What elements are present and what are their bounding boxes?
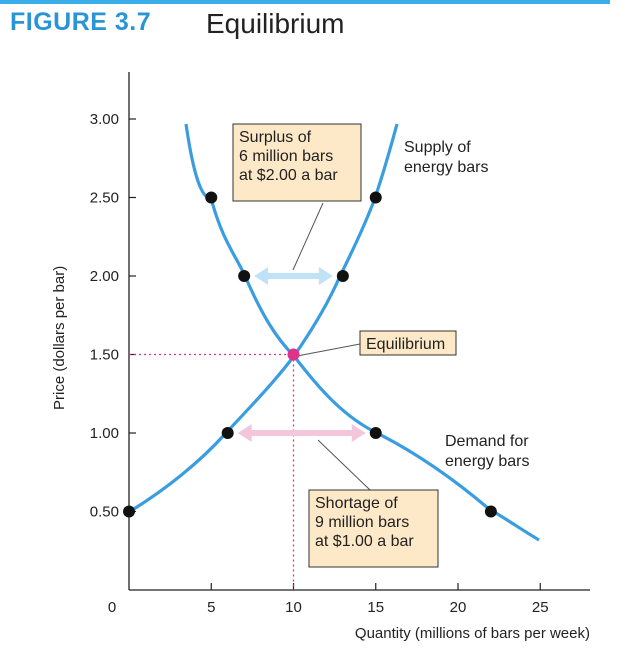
x-tick-label: 20 [450, 599, 467, 616]
y-tick-label: 0.50 [90, 504, 119, 521]
y-tick-label: 3.00 [90, 111, 119, 128]
surplus-callout-line: 6 million bars [239, 148, 333, 165]
y-tick-label: 2.00 [90, 268, 119, 285]
x-tick-label: 5 [207, 599, 215, 616]
surplus-callout-line: Surplus of [239, 129, 312, 146]
shortage-callout [308, 489, 439, 568]
supply-curve-label: Supply of [404, 139, 471, 156]
points [123, 191, 497, 518]
callouts: Surplus of 6 million bars at $2.00 a barSh… [232, 123, 457, 568]
equilibrium-callout [359, 330, 457, 356]
supply-point [336, 270, 349, 282]
x-tick-label: 0 [108, 599, 116, 616]
equilibrium-label: Equilibrium [366, 336, 445, 353]
shortage-leader [317, 439, 371, 491]
x-axis-title: Quantity (millions of bars per week) [355, 625, 590, 642]
ticks: 0.50 1.00 1.50 2.00 2.50 3.00 0 5 10 15 20 25 [90, 111, 549, 616]
surplus-callout [232, 123, 362, 202]
y-tick-label: 1.00 [90, 425, 119, 442]
demand-curve-label: energy bars [445, 453, 530, 470]
surplus-callout-line: at $2.00 a bar [239, 167, 338, 184]
figure-number: FIGURE 3.7 [10, 8, 152, 36]
supply-point [123, 505, 135, 518]
shortage-arrow [237, 424, 366, 442]
shortage-callout-line: 9 million bars [315, 514, 409, 531]
demand-point [369, 427, 382, 439]
demand-point [205, 191, 218, 204]
x-tick-label: 25 [532, 599, 549, 616]
y-tick-label: 2.50 [90, 190, 119, 207]
demand-point [238, 270, 251, 282]
x-tick-label: 15 [367, 599, 384, 616]
supply-curve-label: energy bars [404, 159, 489, 176]
figure-title: Equilibrium [206, 8, 345, 39]
surplus-leader [292, 202, 324, 271]
supply-point [369, 191, 382, 204]
demand-curve-label: Demand for [445, 433, 529, 450]
shortage-callout-line: at $1.00 a bar [315, 533, 414, 550]
header-accent-bar [0, 0, 610, 4]
demand-point [484, 505, 497, 518]
equilibrium-leader [296, 343, 361, 357]
x-tick-label: 10 [285, 599, 302, 616]
axes [128, 72, 590, 591]
supply-point [221, 427, 234, 439]
equilibrium-guides [129, 353, 295, 590]
y-axis-title: Price (dollars per bar) [51, 266, 68, 410]
leader-lines [292, 202, 371, 491]
arrows [237, 267, 366, 442]
shortage-callout-line: Shortage of [315, 495, 398, 512]
equilibrium-point [287, 348, 300, 361]
surplus-arrow [254, 267, 333, 285]
y-tick-label: 1.50 [90, 347, 119, 364]
